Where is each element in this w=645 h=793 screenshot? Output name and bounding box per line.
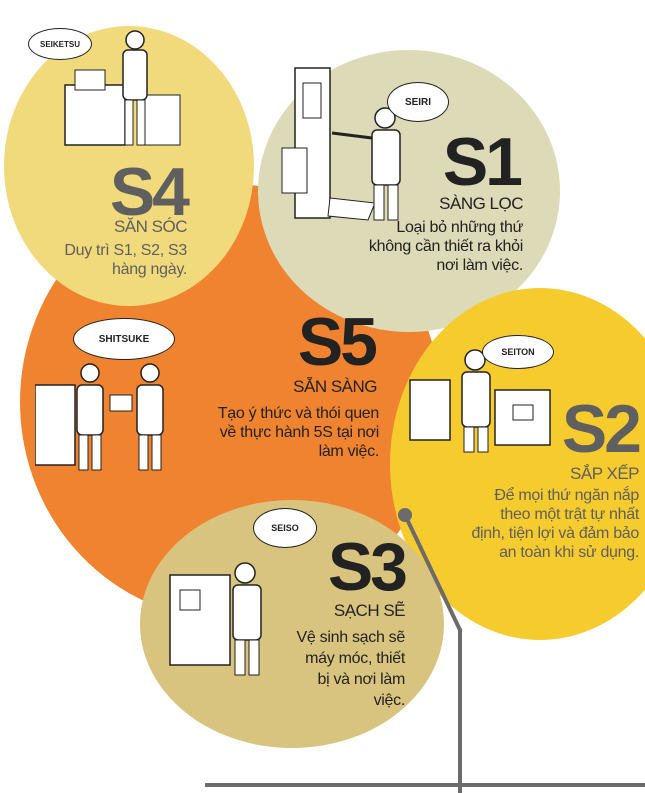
connector-dot bbox=[398, 508, 412, 522]
desc-line: Để mọi thứ ngăn nắp bbox=[494, 487, 639, 504]
s5-speech-bubble: SHITSUKE bbox=[73, 318, 175, 360]
desc-line: hàng ngày. bbox=[112, 261, 187, 278]
desc-line: làm việc. bbox=[318, 443, 380, 460]
s4-speech-bubble: SEIKETSU bbox=[28, 28, 92, 60]
desc-line: bị và nơi làm bbox=[317, 671, 405, 688]
desc-line: nơi làm việc. bbox=[436, 257, 523, 274]
s5-name: SẴN SÀNG bbox=[293, 377, 377, 396]
desc-line: việc. bbox=[373, 692, 406, 709]
s3-worker-illustration bbox=[169, 562, 262, 676]
s3-title: S3 bbox=[327, 529, 408, 605]
s1-name: SÀNG LỌC bbox=[439, 194, 523, 213]
s4-name: SĂN SÓC bbox=[113, 217, 188, 236]
s1-speech-bubble: SEIRI bbox=[387, 82, 449, 122]
desc-line: máy móc, thiết bbox=[305, 650, 405, 667]
s5-title: S5 bbox=[297, 304, 378, 380]
s1-worker-illustration bbox=[281, 67, 401, 221]
s5-description: Tạo ý thức và thói quen về thực hành 5S … bbox=[217, 404, 380, 461]
desc-line: Vệ sinh sạch sẽ bbox=[296, 629, 406, 646]
desc-line: an toàn khi sử dụng. bbox=[499, 544, 639, 561]
s2-circle bbox=[390, 288, 645, 640]
s2-speech-bubble: SEITON bbox=[482, 335, 554, 369]
s2-worker-illustration bbox=[409, 349, 551, 453]
connector-line bbox=[403, 514, 462, 793]
desc-line: không cần thiết ra khỏi bbox=[368, 238, 523, 255]
desc-line: định, tiện lợi và đảm bảo bbox=[471, 525, 639, 542]
s2-name: SẮP XẾP bbox=[570, 464, 639, 483]
s1-circle bbox=[258, 50, 560, 332]
s5-workers-illustration bbox=[35, 363, 164, 471]
desc-line: về thực hành 5S tại nơi bbox=[219, 424, 380, 441]
s3-description: Vệ sinh sạch sẽ máy móc, thiết bị và nơi… bbox=[296, 627, 406, 711]
s3-name: SẠCH SẼ bbox=[333, 601, 406, 620]
desc-line: Tạo ý thức và thói quen bbox=[217, 405, 380, 422]
s2-description: Để mọi thứ ngăn nắp theo một trật tự nhấ… bbox=[471, 486, 639, 562]
s4-title: S4 bbox=[109, 154, 190, 230]
s3-speech-bubble: SEISO bbox=[253, 508, 317, 548]
s1-description: Loại bỏ những thứ không cần thiết ra khỏ… bbox=[369, 218, 523, 275]
desc-line: theo một trật tự nhất bbox=[500, 506, 639, 523]
s3-circle bbox=[140, 500, 444, 748]
desc-line: Loại bỏ những thứ bbox=[396, 219, 523, 236]
s1-title: S1 bbox=[442, 124, 523, 200]
s4-worker-illustration bbox=[64, 30, 181, 146]
desc-line: Duy trì S1, S2, S3 bbox=[64, 242, 187, 259]
s2-title: S2 bbox=[561, 391, 642, 467]
s4-description: Duy trì S1, S2, S3 hàng ngày. bbox=[64, 241, 187, 279]
